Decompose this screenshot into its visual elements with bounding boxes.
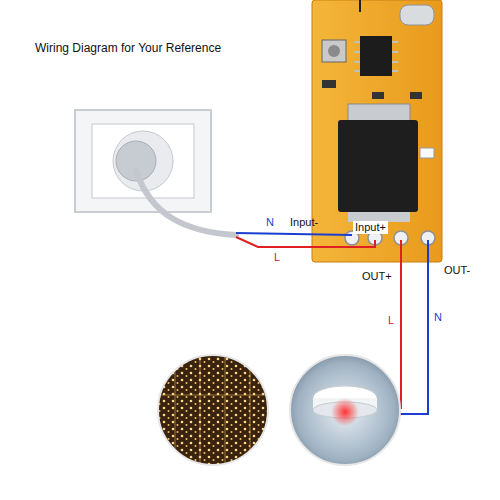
live-wire [236, 237, 375, 247]
socket-plate [75, 110, 211, 212]
pcb-board [312, 0, 442, 262]
wire-letter: L [274, 251, 280, 264]
pin-name: Input- [290, 216, 318, 229]
smd-part [372, 92, 384, 99]
wire-letter: N [266, 216, 274, 229]
antenna-wire [359, 0, 361, 12]
wire-letter: N [434, 311, 442, 324]
smd-part [410, 92, 422, 99]
pin-name: OUT+ [362, 270, 392, 283]
wall-socket [75, 110, 211, 212]
ic-pins [354, 42, 398, 71]
relay-module [312, 0, 442, 262]
button [322, 40, 346, 62]
button-cap [328, 45, 340, 57]
led [420, 148, 434, 158]
string-lights-photo [150, 350, 280, 470]
ic-chip [360, 36, 392, 76]
pin-name: Input+ [353, 221, 388, 234]
output-live-wire [395, 240, 401, 408]
mosfet-tab [348, 104, 410, 122]
power-cable [136, 170, 236, 235]
photo-frame [290, 355, 400, 465]
pin-name: OUT- [444, 264, 470, 277]
smoke-detector-photo [288, 354, 403, 469]
neutral-wire [236, 233, 352, 235]
output-neutral-wire [394, 240, 428, 414]
diagram-title: Wiring Diagram for Your Reference [35, 42, 221, 55]
smd-part [322, 80, 336, 88]
wire-letter: L [388, 314, 394, 327]
crystal [400, 5, 434, 25]
mosfet [338, 120, 418, 212]
photo-frame [158, 355, 268, 465]
